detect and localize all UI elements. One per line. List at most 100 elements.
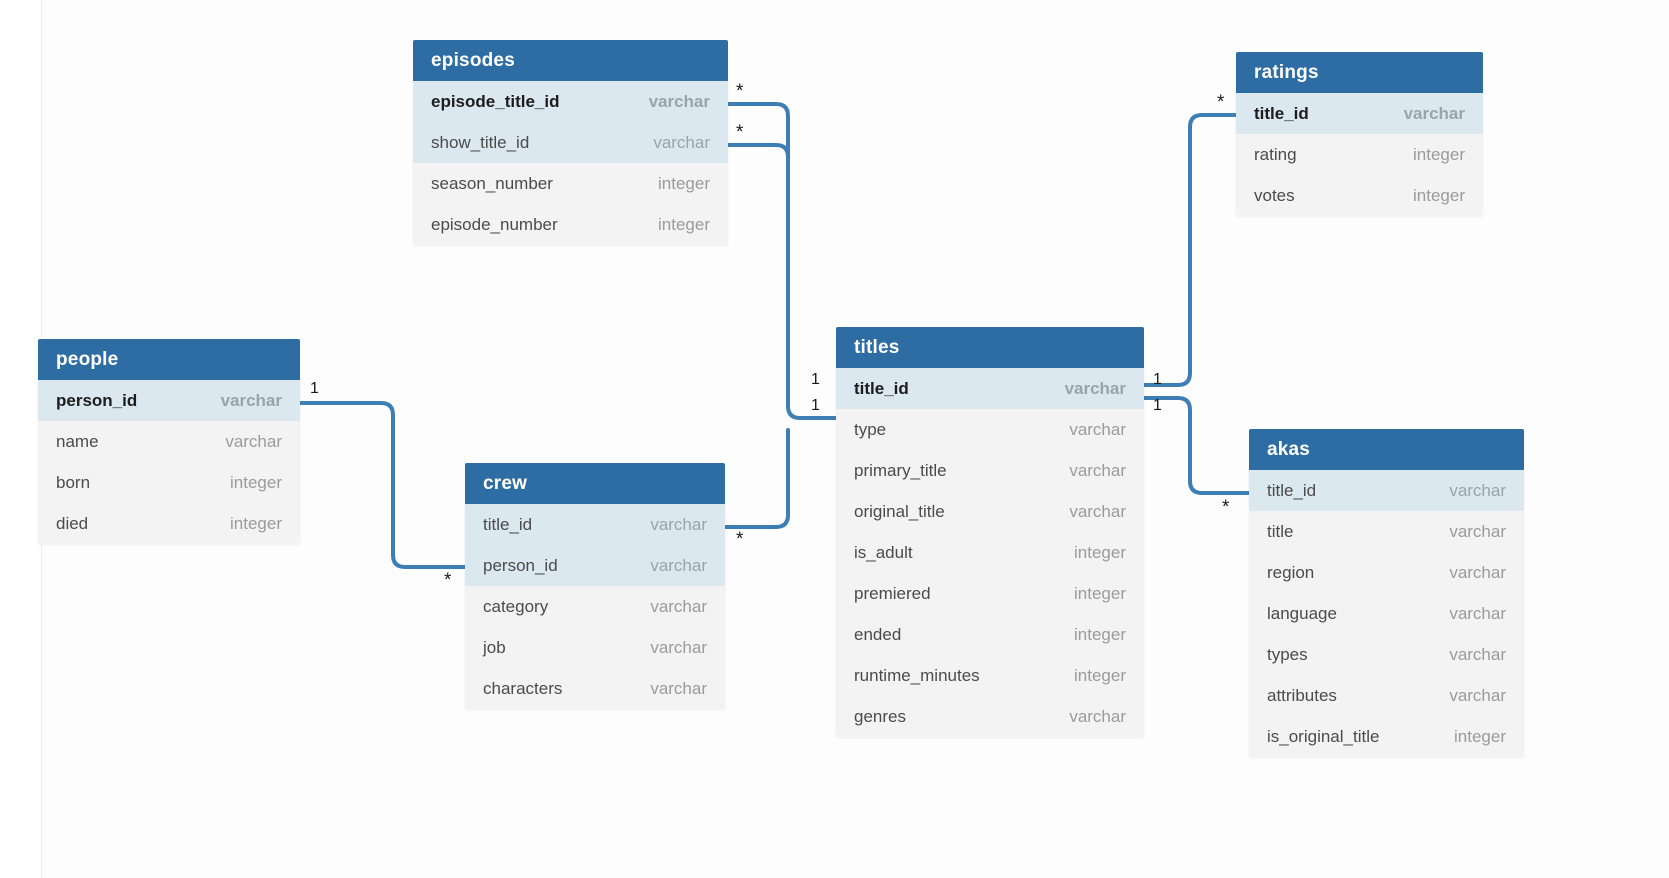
- column-type: integer: [1454, 727, 1506, 746]
- column-name: original_title: [854, 502, 945, 521]
- column-type: varchar: [1069, 707, 1126, 726]
- column-row[interactable]: season_number integer: [413, 163, 728, 204]
- column-name: region: [1267, 563, 1315, 582]
- column-type: integer: [1074, 584, 1126, 603]
- column-type: varchar: [220, 391, 282, 410]
- wire-titles-ratings: [1142, 113, 1238, 387]
- column-type: varchar: [1449, 481, 1506, 500]
- cardinality-marker: 1: [811, 397, 820, 414]
- column-type: varchar: [648, 92, 710, 111]
- page-left-edge: [0, 0, 42, 878]
- entity-table-title-titles: titles: [836, 327, 1144, 368]
- column-type: integer: [1413, 186, 1465, 205]
- column-type: varchar: [225, 432, 282, 451]
- column-row[interactable]: genres varchar: [836, 696, 1144, 737]
- column-type: varchar: [650, 556, 707, 575]
- column-name: person_id: [56, 391, 138, 410]
- column-row[interactable]: votes integer: [1236, 175, 1483, 216]
- column-type: integer: [230, 514, 282, 533]
- column-name: genres: [854, 707, 906, 726]
- cardinality-marker: *: [736, 529, 744, 550]
- column-name: ended: [854, 625, 902, 644]
- column-type: integer: [658, 174, 710, 193]
- column-type: varchar: [650, 638, 707, 657]
- column-name: episode_number: [431, 215, 558, 234]
- column-type: varchar: [1069, 502, 1126, 521]
- column-name: name: [56, 432, 99, 451]
- column-row[interactable]: region varchar: [1249, 552, 1524, 593]
- column-type: integer: [1074, 666, 1126, 685]
- entity-table-title-episodes: episodes: [413, 40, 728, 81]
- column-row[interactable]: name varchar: [38, 421, 300, 462]
- entity-table-title-people: people: [38, 339, 300, 380]
- column-row[interactable]: person_id varchar: [38, 380, 300, 421]
- column-type: integer: [1413, 145, 1465, 164]
- column-name: job: [483, 638, 506, 657]
- column-type: integer: [1074, 543, 1126, 562]
- column-row[interactable]: job varchar: [465, 627, 725, 668]
- column-name: attributes: [1267, 686, 1337, 705]
- column-name: language: [1267, 604, 1337, 623]
- column-name: season_number: [431, 174, 553, 193]
- cardinality-marker: *: [1222, 497, 1230, 518]
- column-name: died: [56, 514, 89, 533]
- column-type: varchar: [1449, 686, 1506, 705]
- column-type: varchar: [650, 515, 707, 534]
- column-row[interactable]: original_title varchar: [836, 491, 1144, 532]
- entity-table-title-ratings: ratings: [1236, 52, 1483, 93]
- cardinality-marker: *: [1217, 92, 1225, 113]
- cardinality-marker: 1: [811, 371, 820, 388]
- column-row[interactable]: is_adult integer: [836, 532, 1144, 573]
- column-type: varchar: [1069, 420, 1126, 439]
- column-row[interactable]: ended integer: [836, 614, 1144, 655]
- entity-table-title-akas: akas: [1249, 429, 1524, 470]
- column-type: varchar: [1449, 563, 1506, 582]
- column-type: integer: [230, 473, 282, 492]
- column-row[interactable]: died integer: [38, 503, 300, 544]
- cardinality-marker: 1: [1153, 397, 1162, 414]
- cardinality-marker: *: [736, 81, 744, 102]
- column-name: is_adult: [854, 543, 913, 562]
- column-type: varchar: [1449, 645, 1506, 664]
- column-type: integer: [1074, 625, 1126, 644]
- column-name: votes: [1254, 186, 1295, 205]
- column-type: varchar: [1069, 461, 1126, 480]
- column-name: title_id: [1254, 104, 1309, 123]
- column-name: characters: [483, 679, 563, 698]
- column-row[interactable]: attributes varchar: [1249, 675, 1524, 716]
- cardinality-marker: 1: [1153, 371, 1162, 388]
